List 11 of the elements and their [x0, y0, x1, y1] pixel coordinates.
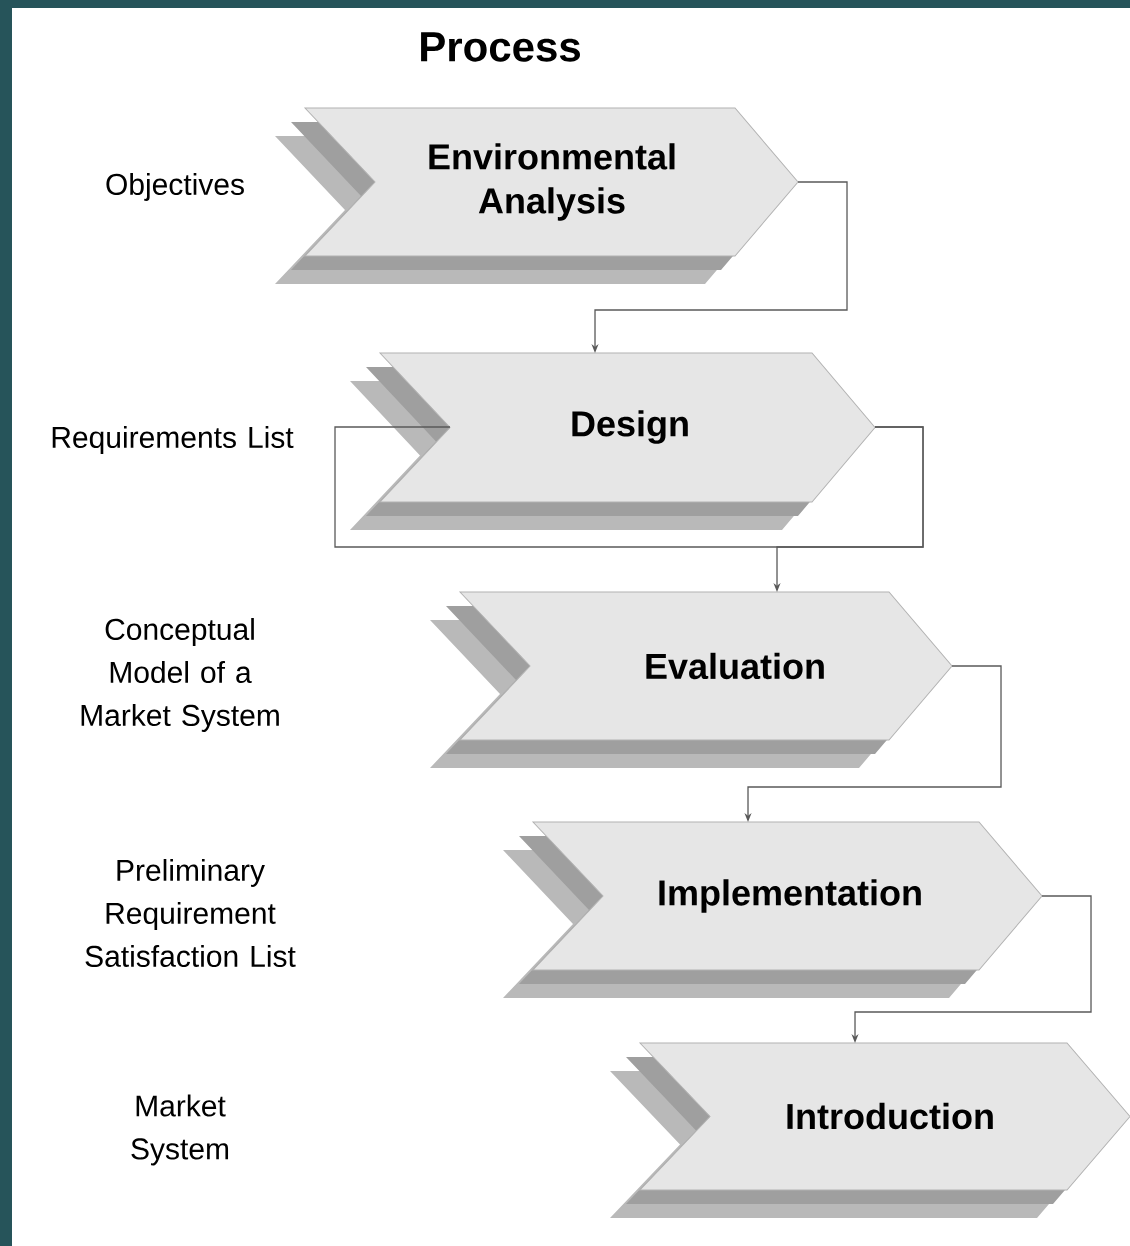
input-label: Conceptual Model of a Market System	[81, 618, 279, 732]
title: Process	[421, 32, 580, 62]
input-label: Preliminary Requirement Satisfaction List	[85, 859, 296, 968]
input-label: Objectives	[106, 173, 244, 201]
chevron-step: Evaluation	[430, 591, 953, 768]
input-label: Market System	[131, 1094, 229, 1166]
chevron-step: Introduction	[610, 1042, 1130, 1218]
chevron-step: Implementation	[503, 821, 1043, 998]
chevron-step: Design	[350, 352, 876, 530]
input-label: Requirements List	[52, 426, 294, 454]
chevron-step: Environmental Analysis	[275, 107, 799, 284]
